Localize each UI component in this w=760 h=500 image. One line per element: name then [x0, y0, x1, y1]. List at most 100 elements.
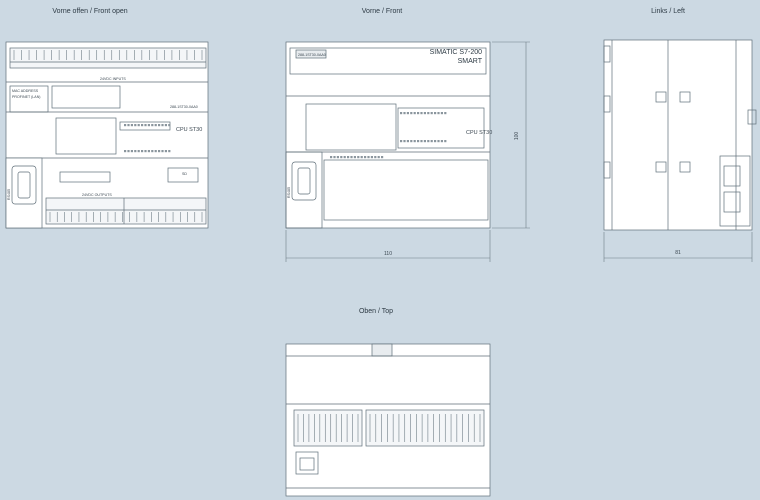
rs485-label: RS485	[7, 189, 11, 200]
front-status-led	[360, 156, 363, 159]
status-led	[134, 150, 137, 153]
front-order-badge-text: 288-1ST30-0AA0	[298, 53, 326, 57]
front-status-led	[413, 140, 416, 143]
front-open-view-title: Vorne offen / Front open	[52, 8, 128, 15]
status-led	[141, 150, 144, 153]
top-terminal-right	[365, 409, 485, 447]
front-status-led	[406, 140, 409, 143]
front-status-led	[430, 112, 433, 115]
front-status-led	[410, 112, 413, 115]
front-status-led	[364, 156, 367, 159]
front-status-led	[440, 112, 443, 115]
front-status-led	[437, 112, 440, 115]
front-status-led	[427, 140, 430, 143]
cpu-model-label: CPU ST30	[176, 127, 202, 133]
front-status-led	[347, 156, 350, 159]
front-cpu-model-label: CPU ST30	[466, 130, 492, 136]
front-status-led	[367, 156, 370, 159]
left-housing	[603, 39, 753, 231]
status-led	[141, 124, 144, 127]
front-status-led	[444, 112, 447, 115]
front-status-led	[330, 156, 333, 159]
front-status-led	[427, 112, 430, 115]
status-led	[154, 124, 157, 127]
status-led	[137, 150, 140, 153]
order-number-label: 288-1ST30-0AA0	[170, 105, 198, 109]
status-led	[127, 150, 130, 153]
front-status-led	[420, 140, 423, 143]
front-status-led	[423, 140, 426, 143]
status-led	[130, 124, 133, 127]
front-status-led	[377, 156, 380, 159]
front-status-led	[413, 112, 416, 115]
front-status-led	[437, 140, 440, 143]
mac-address-label: MAC ADDRESS	[12, 89, 39, 93]
sd-card-label: SD	[182, 172, 187, 176]
order-badge	[295, 49, 327, 59]
front-rs485-label: RS485	[287, 187, 291, 198]
status-led	[151, 150, 154, 153]
front-rs485-frame	[285, 151, 323, 229]
top-latch	[371, 343, 393, 357]
front-status-led	[434, 112, 437, 115]
profinet-label: PROFINET (LAN)	[12, 95, 41, 99]
front-status-led	[381, 156, 384, 159]
status-led	[137, 124, 140, 127]
status-led	[158, 124, 161, 127]
status-led	[151, 124, 154, 127]
rs485-connector	[11, 165, 37, 205]
front-status-led	[417, 140, 420, 143]
status-led	[158, 150, 161, 153]
front-view-title: Vorne / Front	[361, 8, 403, 15]
status-led	[154, 150, 157, 153]
status-led	[164, 124, 167, 127]
status-led	[161, 150, 164, 153]
status-led	[164, 150, 167, 153]
status-led	[168, 150, 171, 153]
front-status-led	[370, 156, 373, 159]
left-latch-1	[655, 91, 667, 103]
front-status-led	[417, 112, 420, 115]
front-status-led	[357, 156, 360, 159]
front-height-value: 100	[514, 132, 520, 141]
front-status-led	[374, 156, 377, 159]
brand-line-1: SIMATIC S7-200	[430, 49, 482, 56]
front-status-led	[420, 112, 423, 115]
status-led	[161, 124, 164, 127]
front-rs485-connector	[291, 161, 317, 201]
status-led	[130, 150, 133, 153]
top-view-title: Oben / Top	[358, 308, 394, 315]
brand-line-2: SMART	[458, 58, 483, 65]
front-status-led	[430, 140, 433, 143]
front-status-led	[440, 140, 443, 143]
status-led	[144, 124, 147, 127]
front-status-led	[353, 156, 356, 159]
front-status-led	[340, 156, 343, 159]
front-width-value: 110	[384, 251, 392, 257]
status-led	[147, 150, 150, 153]
front-status-led	[400, 112, 403, 115]
front-status-led	[406, 112, 409, 115]
front-status-led	[336, 156, 339, 159]
front-status-led	[333, 156, 336, 159]
front-status-led	[403, 112, 406, 115]
front-status-led	[350, 156, 353, 159]
front-status-led	[434, 140, 437, 143]
outputs-caption: 24VDC OUTPUTS	[82, 193, 112, 197]
status-led	[134, 124, 137, 127]
status-led	[168, 124, 171, 127]
front-status-led	[423, 112, 426, 115]
top-terminal-left	[293, 409, 363, 447]
status-led	[127, 124, 130, 127]
ethernet-port	[295, 451, 319, 475]
inputs-caption: 24VDC INPUTS	[100, 77, 126, 81]
front-status-led	[403, 140, 406, 143]
status-led	[147, 124, 150, 127]
left-view-title: Links / Left	[651, 8, 685, 15]
front-status-led	[343, 156, 346, 159]
